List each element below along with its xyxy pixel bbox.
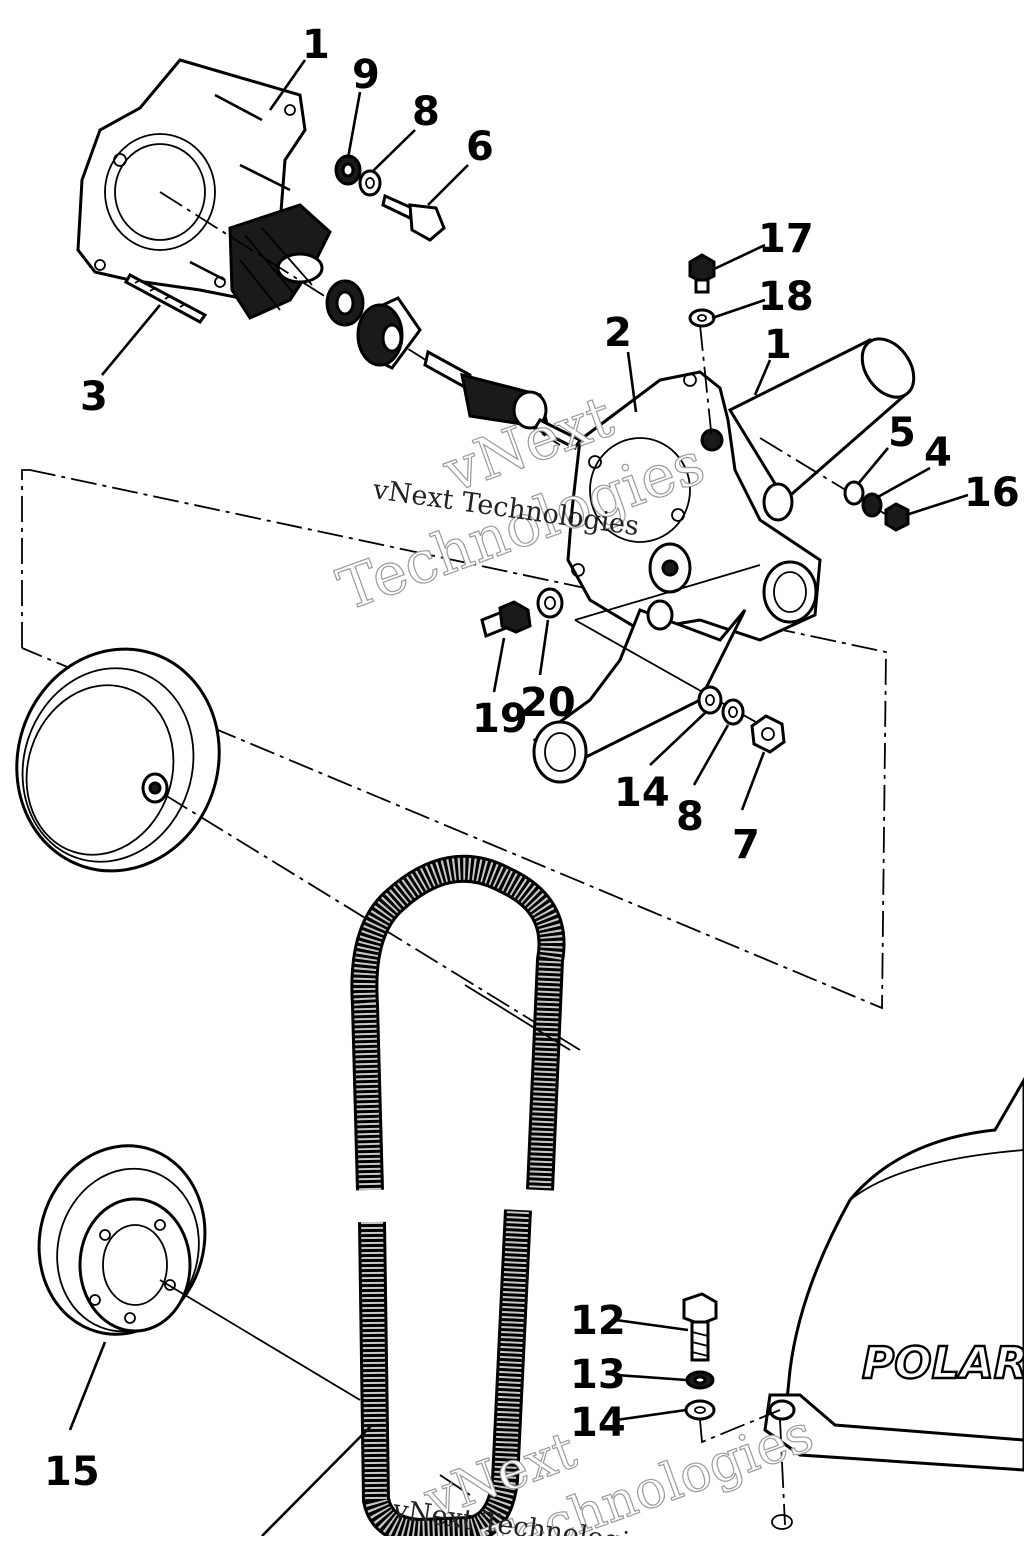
- washer-5: [843, 480, 865, 506]
- bolt-17: [688, 253, 716, 294]
- lockwasher-13: [685, 1370, 715, 1390]
- pump-shaft: [423, 349, 583, 450]
- fitting-19: [480, 600, 532, 639]
- drive-belt: [350, 854, 566, 1541]
- washer-20: [536, 587, 564, 619]
- callout-14-mid: 14: [614, 770, 670, 816]
- callout-3: 3: [80, 374, 108, 420]
- belt-guard: [763, 1077, 1024, 1530]
- callout-labels: 1 9 8 6 3 17 18 2 1 5 4 16 19 20 14 8 7 …: [44, 22, 1020, 1495]
- leader-lines: [68, 59, 969, 1537]
- callout-14-bot: 14: [570, 1400, 626, 1446]
- callout-20: 20: [520, 680, 576, 726]
- nut-16: [884, 502, 910, 532]
- callout-2: 2: [604, 310, 632, 356]
- pump-bearing: [356, 296, 422, 370]
- washer-18: [688, 308, 716, 328]
- callout-1-mid: 1: [764, 322, 792, 368]
- callout-5: 5: [888, 410, 916, 456]
- lockwasher-8-top: [358, 169, 382, 197]
- pump-seal: [325, 279, 365, 327]
- inlet-elbow-lower: [532, 599, 747, 784]
- callout-15: 15: [44, 1449, 100, 1495]
- callout-18: 18: [758, 274, 814, 320]
- callout-16: 16: [964, 470, 1020, 516]
- drive-pulley-15: [37, 1144, 207, 1336]
- lockwasher-4: [861, 492, 883, 518]
- pump-pulley: [15, 647, 221, 873]
- bolt-6: [381, 193, 446, 242]
- polaris-logo: POLARIS: [861, 1337, 1024, 1390]
- callout-8-top: 8: [412, 89, 440, 135]
- washer-14-mid: [697, 685, 723, 715]
- outlet-tube-upper: [727, 337, 916, 522]
- lockwasher-8-mid: [721, 698, 745, 726]
- bolt-12: [682, 1292, 718, 1362]
- callout-12: 12: [570, 1298, 626, 1344]
- nut-7: [750, 714, 786, 754]
- washer-9: [334, 154, 362, 186]
- callout-1-top: 1: [302, 22, 330, 68]
- callout-6: 6: [466, 124, 494, 170]
- washer-14-bot: [684, 1399, 716, 1421]
- impeller: [228, 203, 332, 320]
- callout-8-mid: 8: [676, 794, 704, 840]
- callout-4: 4: [924, 430, 952, 476]
- pump-cover-front: [566, 370, 822, 642]
- stud-3: [123, 272, 208, 324]
- callout-17: 17: [758, 216, 814, 262]
- callout-9: 9: [352, 52, 380, 98]
- callout-7: 7: [732, 822, 760, 868]
- callout-13: 13: [570, 1352, 626, 1398]
- callout-19: 19: [472, 696, 528, 742]
- svg-text:POLARIS: POLARIS: [862, 1338, 1024, 1389]
- assembly-outline: [21, 469, 887, 1010]
